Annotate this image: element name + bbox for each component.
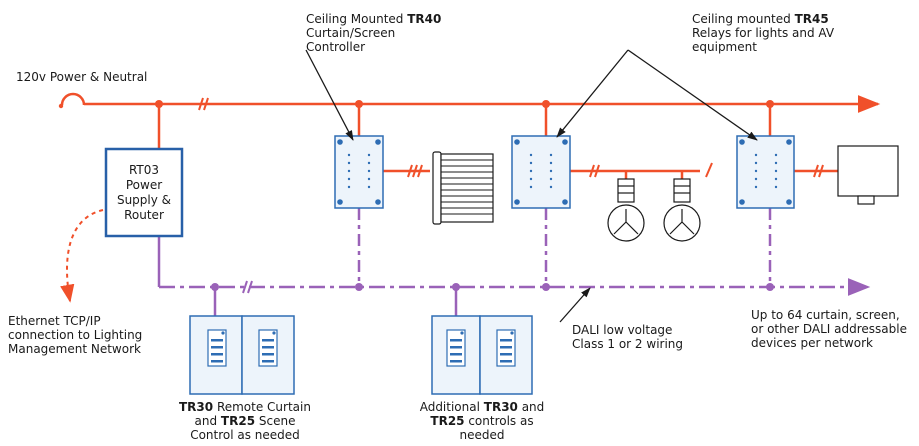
- additional-controls-label: Additional TR30 and TR25 controls as nee…: [419, 400, 545, 442]
- tr45-callout-arrow-1: [556, 49, 629, 138]
- tr40-callout-arrow: [305, 49, 354, 141]
- dali-wiring: [157, 208, 871, 316]
- light-bulb-icon-1: [607, 178, 645, 242]
- av-equipment-icon: [837, 145, 899, 205]
- power-nodes: [155, 100, 774, 108]
- light-bulb-icon-2: [663, 178, 701, 242]
- dali-break-marks: [242, 280, 253, 294]
- tr45-relay-device-1: [511, 135, 571, 209]
- tr30-tr25-keypad-pair-1: [189, 315, 295, 395]
- tr45-callout-arrow-2: [627, 49, 758, 141]
- rt03-label: RT03 Power Supply & Router: [116, 162, 172, 222]
- rt03-box: [104, 147, 184, 238]
- curtain-blind-icon: [432, 151, 494, 225]
- upto-64-label: Up to 64 curtain, screen, or other DALI …: [751, 308, 907, 350]
- tr45-relay-device-2: [736, 135, 795, 209]
- callout-arrows: [305, 49, 758, 323]
- power-break-marks: [198, 97, 824, 178]
- tr40-label: Ceiling Mounted TR40 Curtain/Screen Cont…: [306, 12, 442, 54]
- ethernet-link-curve: [60, 209, 104, 303]
- tr40-controller-device: [334, 135, 384, 209]
- tr45-label: Ceiling mounted TR45 Relays for lights a…: [692, 12, 835, 54]
- dali-nodes: [211, 283, 774, 291]
- dali-label: DALI low voltage Class 1 or 2 wiring: [572, 323, 684, 351]
- power-label: 120v Power & Neutral: [16, 70, 148, 84]
- power-plug-icon: [60, 92, 86, 106]
- ethernet-label: Ethernet TCP/IP connection to Lighting M…: [8, 314, 143, 356]
- tr30-remote-label: TR30 Remote Curtain and TR25 Scene Contr…: [179, 400, 311, 442]
- dali-callout-arrow: [559, 287, 591, 323]
- tr30-tr25-keypad-pair-2: [431, 315, 533, 395]
